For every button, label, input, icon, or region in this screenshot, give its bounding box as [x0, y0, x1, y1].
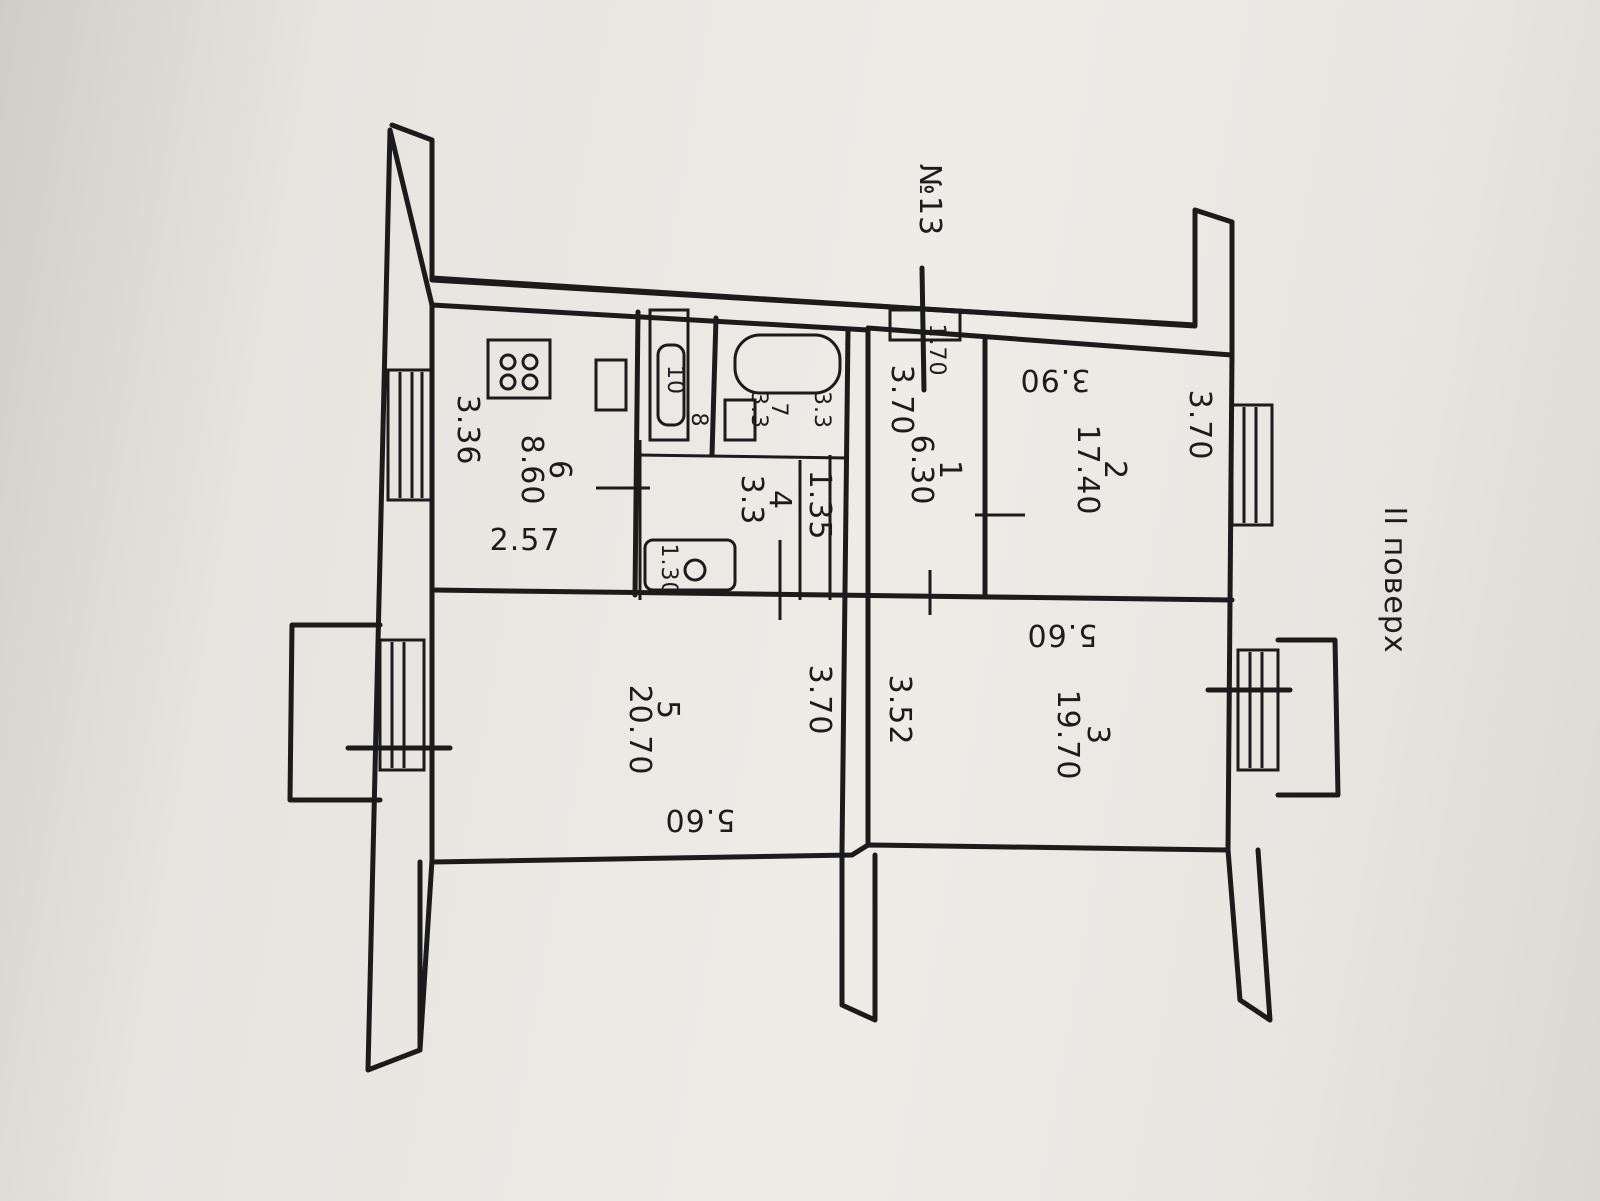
- lower-wall-mid: [839, 847, 878, 1023]
- svg-text:4: 4: [762, 490, 797, 510]
- room-5-length: 3.70: [802, 665, 837, 736]
- svg-text:20.70: 20.70: [622, 685, 657, 776]
- svg-text:3.70: 3.70: [1182, 390, 1217, 461]
- svg-text:5.60: 5.60: [1027, 617, 1098, 652]
- room-7-area: 3.3: [746, 391, 771, 429]
- svg-text:1.70: 1.70: [924, 324, 949, 377]
- room-8-number: 8: [686, 413, 711, 428]
- svg-text:5.60: 5.60: [665, 802, 736, 837]
- svg-text:3.3: 3.3: [734, 475, 769, 526]
- bath-dimension: 3.3: [809, 391, 834, 429]
- room-6-area: 8.60: [514, 435, 549, 506]
- room-4-number: 4: [762, 490, 797, 510]
- svg-text:8: 8: [686, 413, 711, 428]
- room-5-width: 5.60: [665, 802, 736, 837]
- room-2-width: 3.90: [1020, 362, 1091, 397]
- svg-text:7: 7: [766, 403, 791, 418]
- window-room5: [378, 638, 426, 772]
- toilet-icon: [643, 538, 737, 592]
- svg-text:№13: №13: [912, 164, 947, 236]
- entrance-mark: [919, 265, 927, 393]
- bathtub-icon: [733, 333, 842, 395]
- room-2-area: 17.40: [1070, 425, 1105, 516]
- room-4-area: 3.3: [734, 475, 769, 526]
- boiler-icon: [648, 308, 690, 442]
- svg-text:3.70: 3.70: [802, 665, 837, 736]
- svg-text:1.30: 1.30: [656, 544, 681, 597]
- window-room3: [1236, 648, 1280, 772]
- svg-text:3.70: 3.70: [884, 365, 919, 436]
- svg-text:3.3: 3.3: [746, 391, 771, 429]
- svg-text:6.30: 6.30: [904, 435, 939, 506]
- room-1-width: 1.70: [924, 324, 949, 377]
- svg-text:3.3: 3.3: [809, 391, 834, 429]
- svg-text:6: 6: [542, 460, 577, 480]
- bath-wall: [709, 315, 719, 458]
- room-1-length: 3.70: [884, 365, 919, 436]
- room-5-area: 20.70: [622, 685, 657, 776]
- svg-text:1.35: 1.35: [802, 470, 837, 541]
- window-room2: [1230, 403, 1274, 527]
- svg-text:17.40: 17.40: [1070, 425, 1105, 516]
- room-7-number: 7: [766, 403, 791, 418]
- corridor-wall: [429, 587, 1235, 603]
- room-2-length: 3.70: [1182, 390, 1217, 461]
- svg-text:3.36: 3.36: [450, 395, 485, 466]
- room-6-number: 6: [542, 460, 577, 480]
- stove-icon: [486, 338, 552, 400]
- svg-text:3: 3: [1080, 725, 1115, 745]
- top-wall: [429, 275, 1198, 329]
- svg-text:8.60: 8.60: [514, 435, 549, 506]
- room-4-width: 1.35: [802, 470, 837, 541]
- bath-sink-icon: [723, 398, 757, 442]
- svg-text:1: 1: [932, 460, 967, 480]
- apartment-outline: [429, 302, 1235, 865]
- room-6-width: 2.57: [490, 523, 561, 558]
- room-3-area: 19.70: [1050, 690, 1085, 781]
- window-kitchen: [386, 368, 434, 502]
- boiler-label: 10: [662, 365, 687, 395]
- apartment-number: №13: [912, 164, 947, 236]
- floor-label: ІІ поверх: [1377, 506, 1412, 653]
- room-6-length: 3.36: [450, 395, 485, 466]
- partition-vertical-2: [839, 327, 851, 853]
- room-3-number: 3: [1080, 725, 1115, 745]
- sink-icon: [594, 358, 628, 412]
- room-3-length: 3.52: [882, 675, 917, 746]
- svg-text:2: 2: [1097, 460, 1132, 480]
- svg-text:ІІ поверх: ІІ поверх: [1377, 506, 1412, 653]
- lower-wall-right: [1225, 847, 1273, 1023]
- wc-wall: [632, 309, 641, 598]
- balcony-left: [287, 622, 383, 803]
- svg-text:5: 5: [650, 700, 685, 720]
- svg-text:2.57: 2.57: [490, 523, 561, 558]
- bath-inner-wall: [637, 453, 849, 460]
- room-1-number: 1: [932, 460, 967, 480]
- room-1-area: 6.30: [904, 435, 939, 506]
- svg-text:3.90: 3.90: [1020, 362, 1091, 397]
- room-3-width: 5.60: [1027, 617, 1098, 652]
- entrance-door: [888, 308, 962, 342]
- room-5-number: 5: [650, 700, 685, 720]
- svg-text:10: 10: [662, 365, 687, 395]
- balcony-right: [1275, 637, 1341, 798]
- room-8-area: 1.30: [656, 544, 681, 597]
- svg-text:3.52: 3.52: [882, 675, 917, 746]
- svg-text:19.70: 19.70: [1050, 690, 1085, 781]
- room-2-number: 2: [1097, 460, 1132, 480]
